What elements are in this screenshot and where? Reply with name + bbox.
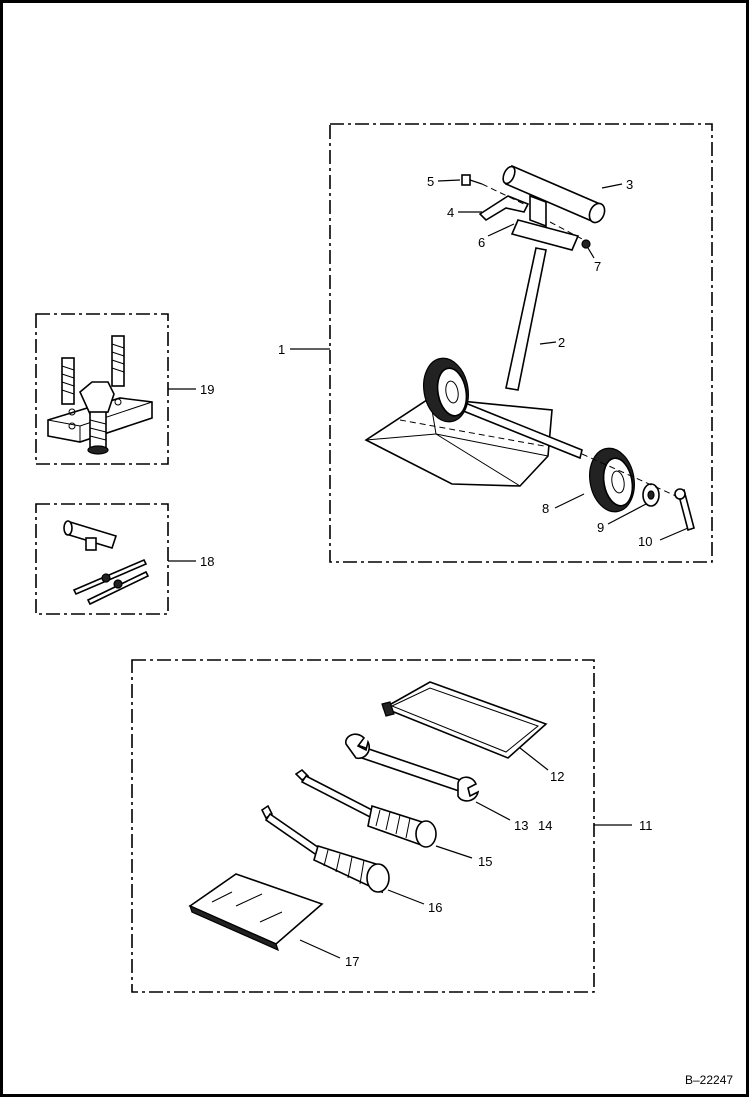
label-9: 9 [597, 520, 604, 535]
label-18: 18 [200, 554, 214, 569]
label-6: 6 [478, 235, 485, 250]
cart-assembly [364, 164, 695, 532]
label-4: 4 [447, 205, 454, 220]
label-2: 2 [558, 335, 565, 350]
label-16: 16 [428, 900, 442, 915]
puller-kit [47, 335, 196, 455]
manual-book [188, 873, 324, 952]
drawing-reference: B–22247 [685, 1073, 733, 1087]
cart-assembly-box [329, 123, 713, 563]
label-13: 13 [514, 818, 528, 833]
callout-labels: 1 2 3 4 5 6 7 8 9 10 11 12 13 14 15 16 1… [200, 174, 653, 969]
right-wheel [589, 447, 635, 513]
handle-bracket [510, 194, 580, 251]
latch [478, 195, 530, 222]
pins-kit-box [35, 503, 169, 615]
tool-bag [381, 681, 548, 759]
screwdriver-phillips [294, 768, 437, 848]
cart-leaders [290, 179, 689, 541]
handle-tube [505, 247, 547, 391]
bolt [461, 174, 529, 207]
tool-kit [188, 681, 548, 952]
toolkit-leaders [299, 747, 632, 959]
left-wheel [423, 357, 469, 423]
label-12: 12 [550, 769, 564, 784]
label-15: 15 [478, 854, 492, 869]
label-14: 14 [538, 818, 552, 833]
label-17: 17 [345, 954, 359, 969]
label-1: 1 [278, 342, 285, 357]
screwdriver-flat [260, 804, 390, 894]
label-11: 11 [639, 818, 653, 833]
cotter-pin [674, 488, 695, 532]
label-8: 8 [542, 501, 549, 516]
label-5: 5 [427, 174, 434, 189]
handle-grip [502, 164, 606, 224]
nut [581, 239, 591, 249]
label-3: 3 [626, 177, 633, 192]
label-7: 7 [594, 259, 601, 274]
label-10: 10 [638, 534, 652, 549]
pins-kit [63, 520, 196, 606]
tool-kit-box [131, 659, 595, 993]
label-19: 19 [200, 382, 214, 397]
wrench [345, 733, 480, 802]
washer [642, 483, 660, 507]
